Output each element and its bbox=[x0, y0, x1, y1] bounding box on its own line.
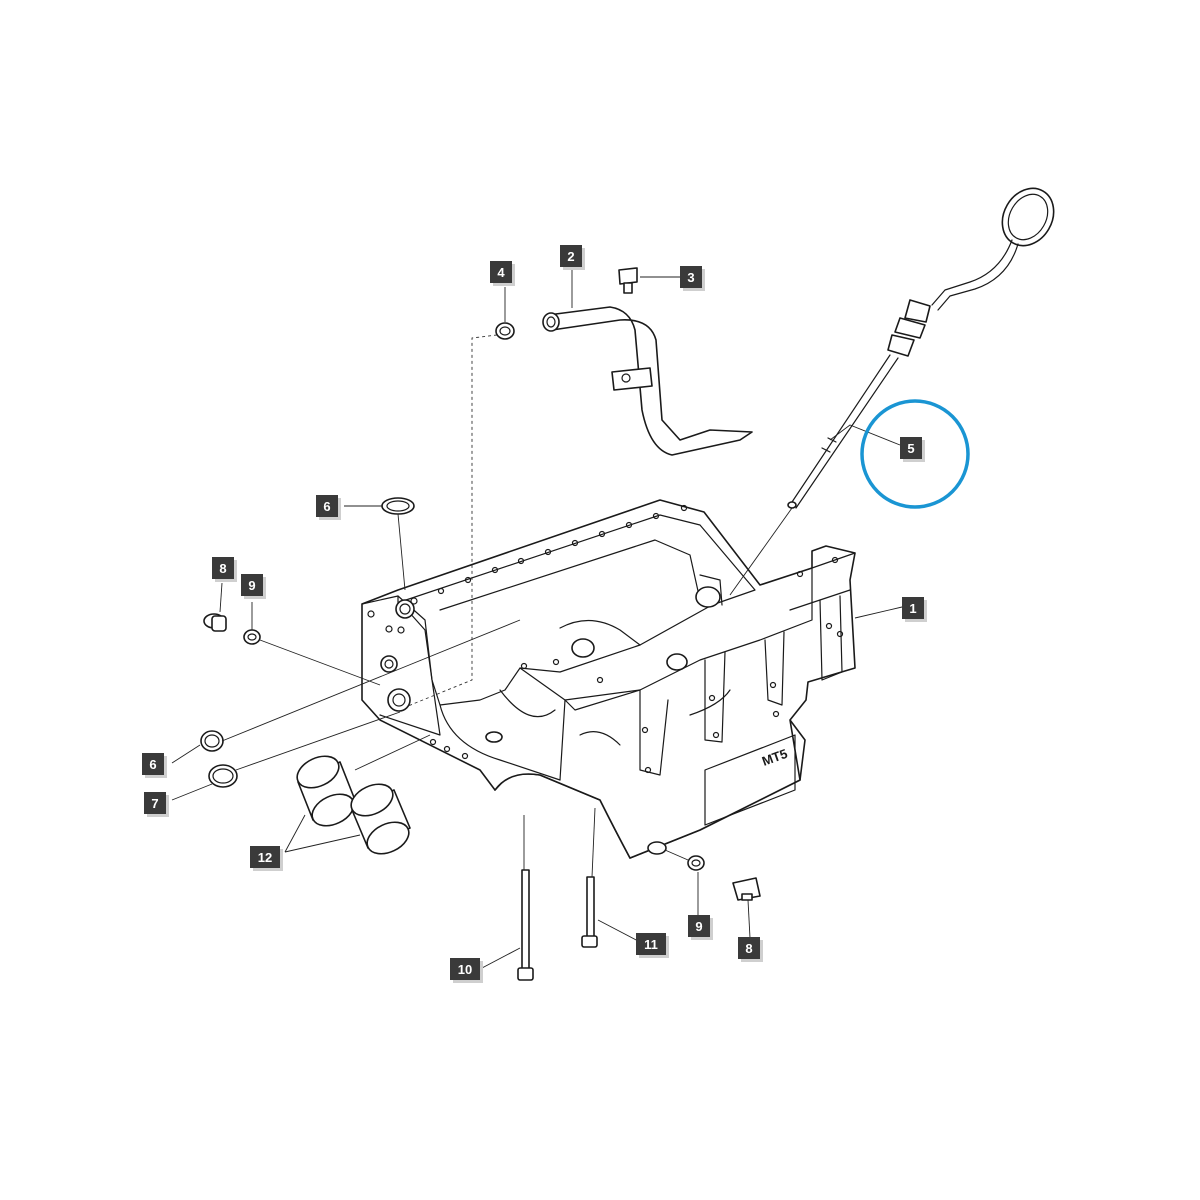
callout-12: 12 bbox=[250, 846, 283, 871]
washer-part-9-right bbox=[687, 855, 705, 871]
bushing-part-12 bbox=[296, 755, 411, 855]
callout-label: 7 bbox=[151, 796, 158, 811]
oil-pickup-pipe bbox=[542, 306, 753, 456]
callout-1: 1 bbox=[902, 597, 927, 622]
callout-6-left: 6 bbox=[142, 753, 167, 778]
callout-11: 11 bbox=[636, 933, 669, 958]
callout-3: 3 bbox=[680, 266, 705, 291]
callout-6-top: 6 bbox=[316, 495, 341, 520]
callout-label: 6 bbox=[149, 757, 156, 772]
bolt-part-10 bbox=[517, 869, 534, 981]
callout-9-left: 9 bbox=[241, 574, 266, 599]
callout-label: 6 bbox=[323, 499, 330, 514]
washer-part-9-left bbox=[243, 629, 261, 645]
bolt-part-3 bbox=[618, 267, 638, 294]
callout-label: 5 bbox=[907, 441, 914, 456]
callout-8-left: 8 bbox=[212, 557, 237, 582]
plug-part-8-right bbox=[732, 877, 761, 901]
callout-4: 4 bbox=[490, 261, 515, 286]
callout-label: 1 bbox=[909, 601, 916, 616]
highlight-circle bbox=[860, 399, 970, 509]
callout-label: 8 bbox=[219, 561, 226, 576]
callout-label: 11 bbox=[644, 937, 658, 952]
callout-label: 12 bbox=[258, 850, 272, 865]
callout-label: 10 bbox=[458, 962, 472, 977]
callout-9-right: 9 bbox=[688, 915, 713, 940]
callout-7: 7 bbox=[144, 792, 169, 817]
o-ring-part-6-top bbox=[381, 497, 415, 515]
oil-sump bbox=[361, 499, 856, 859]
o-ring-part-6-left bbox=[200, 730, 224, 752]
callout-label: 8 bbox=[745, 941, 752, 956]
o-ring-part-7 bbox=[208, 764, 238, 788]
callout-10: 10 bbox=[450, 958, 483, 983]
dipstick-part-5 bbox=[787, 187, 1055, 509]
bolt-part-11 bbox=[581, 876, 598, 948]
plug-part-8-left bbox=[203, 613, 227, 632]
callout-label: 9 bbox=[695, 919, 702, 934]
callout-5: 5 bbox=[900, 437, 925, 462]
callout-label: 3 bbox=[687, 270, 694, 285]
callout-label: 9 bbox=[248, 578, 255, 593]
rim-bolt-holes bbox=[367, 504, 844, 774]
leader-lines bbox=[171, 265, 903, 969]
callout-8-right: 8 bbox=[738, 937, 763, 962]
callout-label: 4 bbox=[497, 265, 505, 280]
o-ring-part-4 bbox=[495, 322, 515, 340]
callout-label: 2 bbox=[567, 249, 574, 264]
callout-2: 2 bbox=[560, 245, 585, 270]
